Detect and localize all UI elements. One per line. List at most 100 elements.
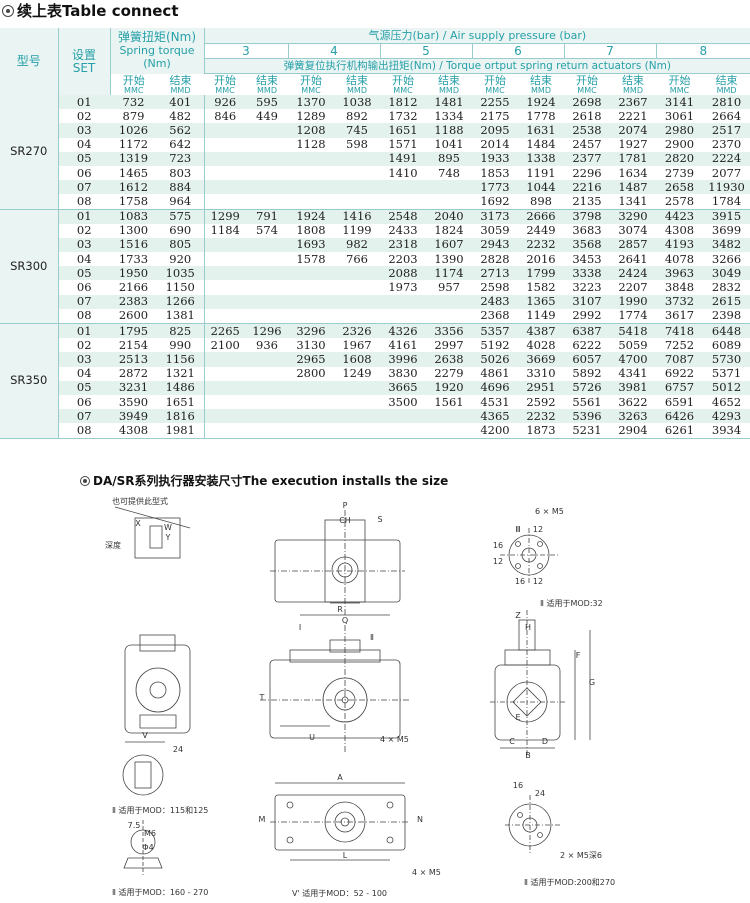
- value-cell: 562: [157, 123, 205, 138]
- value-cell: 575: [157, 209, 205, 224]
- value-cell: [246, 138, 288, 152]
- value-cell: 6448: [703, 323, 750, 339]
- alt-shaft-detail: [134, 517, 181, 559]
- value-cell: 2074: [610, 123, 656, 138]
- value-cell: 4531: [480, 394, 510, 409]
- value-cell: 1487: [610, 180, 656, 195]
- value-cell: 6426: [656, 409, 703, 424]
- value-cell: 5192: [480, 338, 510, 352]
- value-cell: 1156: [157, 352, 205, 367]
- dimension-label: Ⅱ: [370, 633, 374, 642]
- set-cell: 07: [58, 180, 110, 195]
- dimension-label: 16: [515, 577, 525, 586]
- value-cell: 5726: [564, 380, 610, 395]
- value-cell: 11930: [703, 180, 750, 195]
- value-cell: 1390: [434, 252, 464, 266]
- value-cell: 5026: [472, 352, 518, 367]
- installation-dimension-drawing: 也可提供此型式 深度 Ⅱ 适用于MOD:32 Ⅱ 适用于MOD：115和125 …: [105, 496, 615, 898]
- value-cell: 2370: [711, 137, 742, 152]
- value-cell: [426, 194, 472, 210]
- header-pressure-8: 8: [655, 43, 750, 59]
- value-cell: 1188: [426, 123, 472, 138]
- value-cell: [246, 166, 288, 180]
- value-cell: [334, 266, 380, 281]
- value-cell: 2578: [656, 194, 703, 210]
- value-cell: 5012: [703, 380, 750, 395]
- dimension-label: L: [343, 851, 348, 860]
- value-cell: [246, 294, 288, 309]
- dimension-label: Q: [342, 616, 348, 625]
- value-cell: 2232: [518, 237, 564, 253]
- value-cell: 1370: [288, 95, 334, 110]
- value-cell: 3732: [656, 294, 703, 309]
- value-cell: [380, 423, 426, 439]
- value-cell: 1795: [110, 323, 157, 339]
- value-cell: 482: [157, 109, 205, 124]
- value-cell: 1296: [246, 323, 288, 339]
- value-cell: 2166: [118, 280, 149, 295]
- value-cell: 5396: [564, 409, 610, 424]
- value-cell: 2014: [480, 137, 510, 152]
- value-cell: [288, 409, 334, 424]
- dimension-label: 24: [173, 745, 183, 754]
- value-cell: [334, 194, 380, 210]
- value-cell: [288, 423, 334, 439]
- value-cell: 1299: [204, 209, 246, 224]
- value-cell: 2618: [572, 109, 602, 123]
- value-cell: [380, 409, 426, 424]
- mod115-detail: [122, 754, 164, 796]
- value-cell: [204, 409, 246, 424]
- value-cell: 5059: [618, 338, 648, 352]
- value-cell: 1608: [334, 352, 380, 367]
- value-cell: 7252: [664, 338, 695, 352]
- value-cell: 4200: [472, 423, 518, 439]
- value-cell: [288, 308, 334, 324]
- dimension-label: 12: [533, 577, 543, 586]
- set-cell: 04: [76, 366, 92, 381]
- dimension-label: 7.5: [128, 821, 141, 830]
- value-cell: 791: [246, 209, 288, 224]
- value-cell: [288, 166, 334, 180]
- value-cell: 1774: [610, 308, 656, 324]
- value-cell: 2965: [288, 352, 334, 367]
- dimension-label: Φ4: [142, 843, 153, 852]
- value-cell: [380, 308, 426, 324]
- value-cell: 1799: [518, 266, 564, 281]
- value-cell: 2326: [334, 323, 380, 339]
- actuator-front-body: [269, 659, 401, 739]
- section-title-install-size: DA/SR系列执行器安装尺寸The execution installs the…: [80, 472, 448, 489]
- value-cell: [204, 280, 246, 294]
- value-cell: 2265: [204, 323, 246, 339]
- value-cell: 3500: [388, 394, 418, 409]
- header-model: 型号: [0, 28, 59, 95]
- set-cell: 05: [58, 266, 110, 281]
- value-cell: 1491: [380, 151, 426, 166]
- value-cell: 3665: [380, 380, 426, 395]
- value-cell: 3482: [703, 237, 750, 253]
- value-cell: [334, 180, 380, 195]
- value-cell: 6387: [564, 323, 610, 339]
- value-cell: [246, 352, 288, 367]
- value-cell: [334, 395, 380, 409]
- value-cell: 2016: [526, 252, 556, 266]
- value-cell: 1967: [342, 338, 372, 352]
- set-cell: 01: [58, 95, 110, 110]
- set-cell: 02: [76, 338, 92, 352]
- value-cell: 3173: [472, 209, 518, 224]
- value-cell: [426, 423, 472, 439]
- value-cell: 3338: [564, 266, 610, 281]
- dimension-label: D: [542, 737, 548, 746]
- set-cell: 04: [76, 137, 92, 152]
- value-cell: 2296: [572, 165, 602, 180]
